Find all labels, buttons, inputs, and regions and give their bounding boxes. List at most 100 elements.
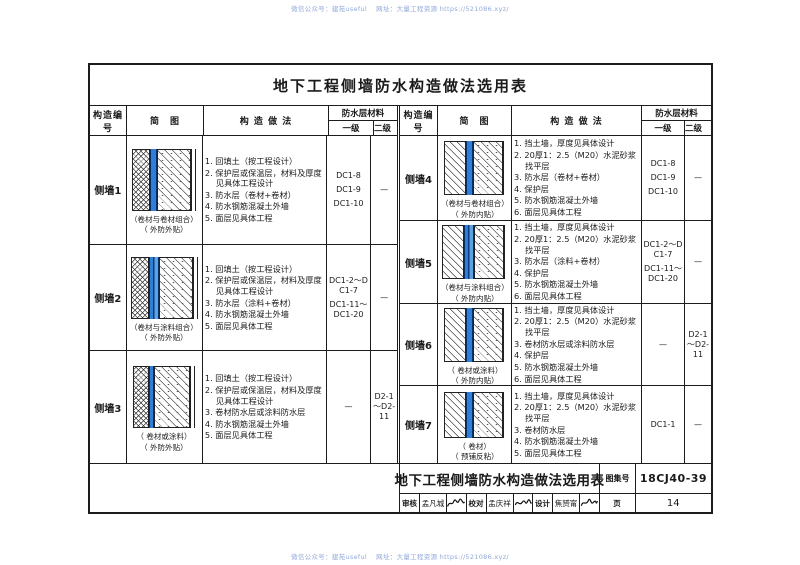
method-step: 3. 卷材防水层 xyxy=(514,424,566,435)
method-step: 1. 回填土（按工程设计） xyxy=(204,155,298,166)
finish-layer xyxy=(502,141,506,196)
grade2-cell: D2-1～D2-11 xyxy=(371,351,397,463)
method-step: 1. 挡土墙，厚度见具体设计 xyxy=(514,304,615,315)
material-code: DC1-10 xyxy=(648,187,678,196)
finish-layer xyxy=(502,391,506,438)
wall-section-diagram xyxy=(443,308,506,362)
retaining-wall-hatch xyxy=(442,225,464,280)
diagram-caption: （ 卷材或涂料） xyxy=(136,431,192,442)
watermark-bottom: 微信公众号：建苑useful 网址：大量工程资源 https://521086.… xyxy=(291,553,509,561)
method-step: 2. 保护层或保温层，材料及厚度见具体工程设计 xyxy=(204,167,322,189)
method-step: 4. 保护层 xyxy=(514,183,549,194)
signature-icon xyxy=(581,498,599,506)
row-id: 侧墙6 xyxy=(400,304,438,385)
wall-section-diagram xyxy=(132,149,197,212)
header-material-col: 防水层材料 一级 二级 xyxy=(642,106,711,135)
check-signature xyxy=(514,494,533,512)
review-name: 孟凡城 xyxy=(420,494,447,512)
diagram-cell: （卷材与涂料组合） （ 外防外贴） xyxy=(127,244,203,351)
header-method-col: 构 造 做 法 xyxy=(512,106,642,135)
review-label: 审核 xyxy=(400,494,420,512)
method-step: 6. 面层见具体工程 xyxy=(514,373,582,384)
row-id: 侧墙3 xyxy=(90,351,127,463)
diagram-caption: （卷材与卷材组合） xyxy=(440,198,509,208)
diagram-caption: （ 外防内贴） xyxy=(450,375,499,385)
finish-layer xyxy=(504,225,507,280)
method-step: 3. 防水层（涂料+卷材） xyxy=(514,256,605,267)
atlas-number-label: 图集号 xyxy=(600,464,636,493)
waterproof-layer xyxy=(464,225,474,280)
diagram-cell: （ 卷材或涂料） （ 外防内贴） xyxy=(438,304,512,385)
concrete-wall xyxy=(154,366,191,429)
method-step: 3. 防水层（卷材+卷材） xyxy=(204,189,296,200)
table-header-right: 构造编号 简 图 构 造 做 法 防水层材料 一级 二级 xyxy=(400,106,711,136)
method-step: 1. 回填土（按工程设计） xyxy=(204,263,298,274)
page-label: 页 xyxy=(600,494,636,512)
method-step: 4. 防水钢筋混凝土外墙 xyxy=(204,309,289,320)
wall-section-diagram xyxy=(133,366,196,429)
material-code: DC1-11～DC1-20 xyxy=(644,264,682,283)
method-step: 6. 面层见具体工程 xyxy=(514,207,582,218)
table-left-half: 构造编号 简 图 构 造 做 法 防水层材料 一级 二级 侧墙1 xyxy=(90,106,400,463)
table-row: 侧墙1 （卷材与卷材组合） （ 外防外贴） 1. 回填土（按工程设计）2. 保护… xyxy=(90,136,397,245)
row-id: 侧墙1 xyxy=(90,136,127,244)
finish-layer xyxy=(192,256,198,319)
header-grade2: 二级 xyxy=(685,124,703,134)
material-code: DC1-10 xyxy=(333,198,364,208)
finish-layer xyxy=(502,308,506,362)
method-step: 3. 卷材防水层或涂料防水层 xyxy=(204,407,306,418)
grade1-cell: DC1-1 xyxy=(642,386,685,463)
finish-layer xyxy=(190,366,196,429)
row-id: 侧墙7 xyxy=(400,386,438,463)
protection-layer-hatch xyxy=(130,256,149,319)
material-code: D2-1～D2-11 xyxy=(373,392,396,422)
header-grade1: 一级 xyxy=(329,121,374,135)
retaining-wall-hatch xyxy=(443,308,466,362)
header-method-col: 构 造 做 法 xyxy=(204,106,329,135)
grade1-cell: — xyxy=(327,351,372,463)
protection-layer-hatch xyxy=(133,366,150,429)
signature-icon xyxy=(514,499,532,506)
diagram-caption: （ 外防内贴） xyxy=(450,292,499,303)
waterproof-layer xyxy=(148,256,159,319)
diagram-caption: （ 外防外贴） xyxy=(140,442,189,452)
waterproof-layer xyxy=(150,149,158,212)
method-step: 5. 面层见具体工程 xyxy=(514,447,582,458)
waterproof-layer xyxy=(465,308,473,362)
method-step: 4. 保护层 xyxy=(514,267,549,278)
material-code: DC1-8 xyxy=(650,159,676,168)
header-grade2: 二级 xyxy=(374,124,392,134)
header-number-col: 构造编号 xyxy=(90,106,127,135)
method-step: 5. 防水钢筋混凝土外墙 xyxy=(514,361,599,372)
concrete-wall xyxy=(472,308,503,362)
method-step: 2. 20厚1：2.5（M20）水泥砂浆找平层 xyxy=(514,149,637,171)
header-diagram-col: 简 图 xyxy=(438,106,512,135)
diagram-caption: （ 预铺反粘） xyxy=(450,451,499,461)
diagram-caption: （卷材与涂料组合） xyxy=(440,282,509,292)
row-id: 侧墙5 xyxy=(400,221,438,303)
header-material-title: 防水层材料 xyxy=(642,106,711,121)
diagram-caption: （卷材与卷材组合） xyxy=(130,214,199,224)
method-step: 5. 面层见具体工程 xyxy=(204,430,273,441)
diagram-cell: （ 卷材） （ 预铺反粘） xyxy=(438,386,512,463)
diagram-caption: （ 卷材） xyxy=(458,441,491,451)
